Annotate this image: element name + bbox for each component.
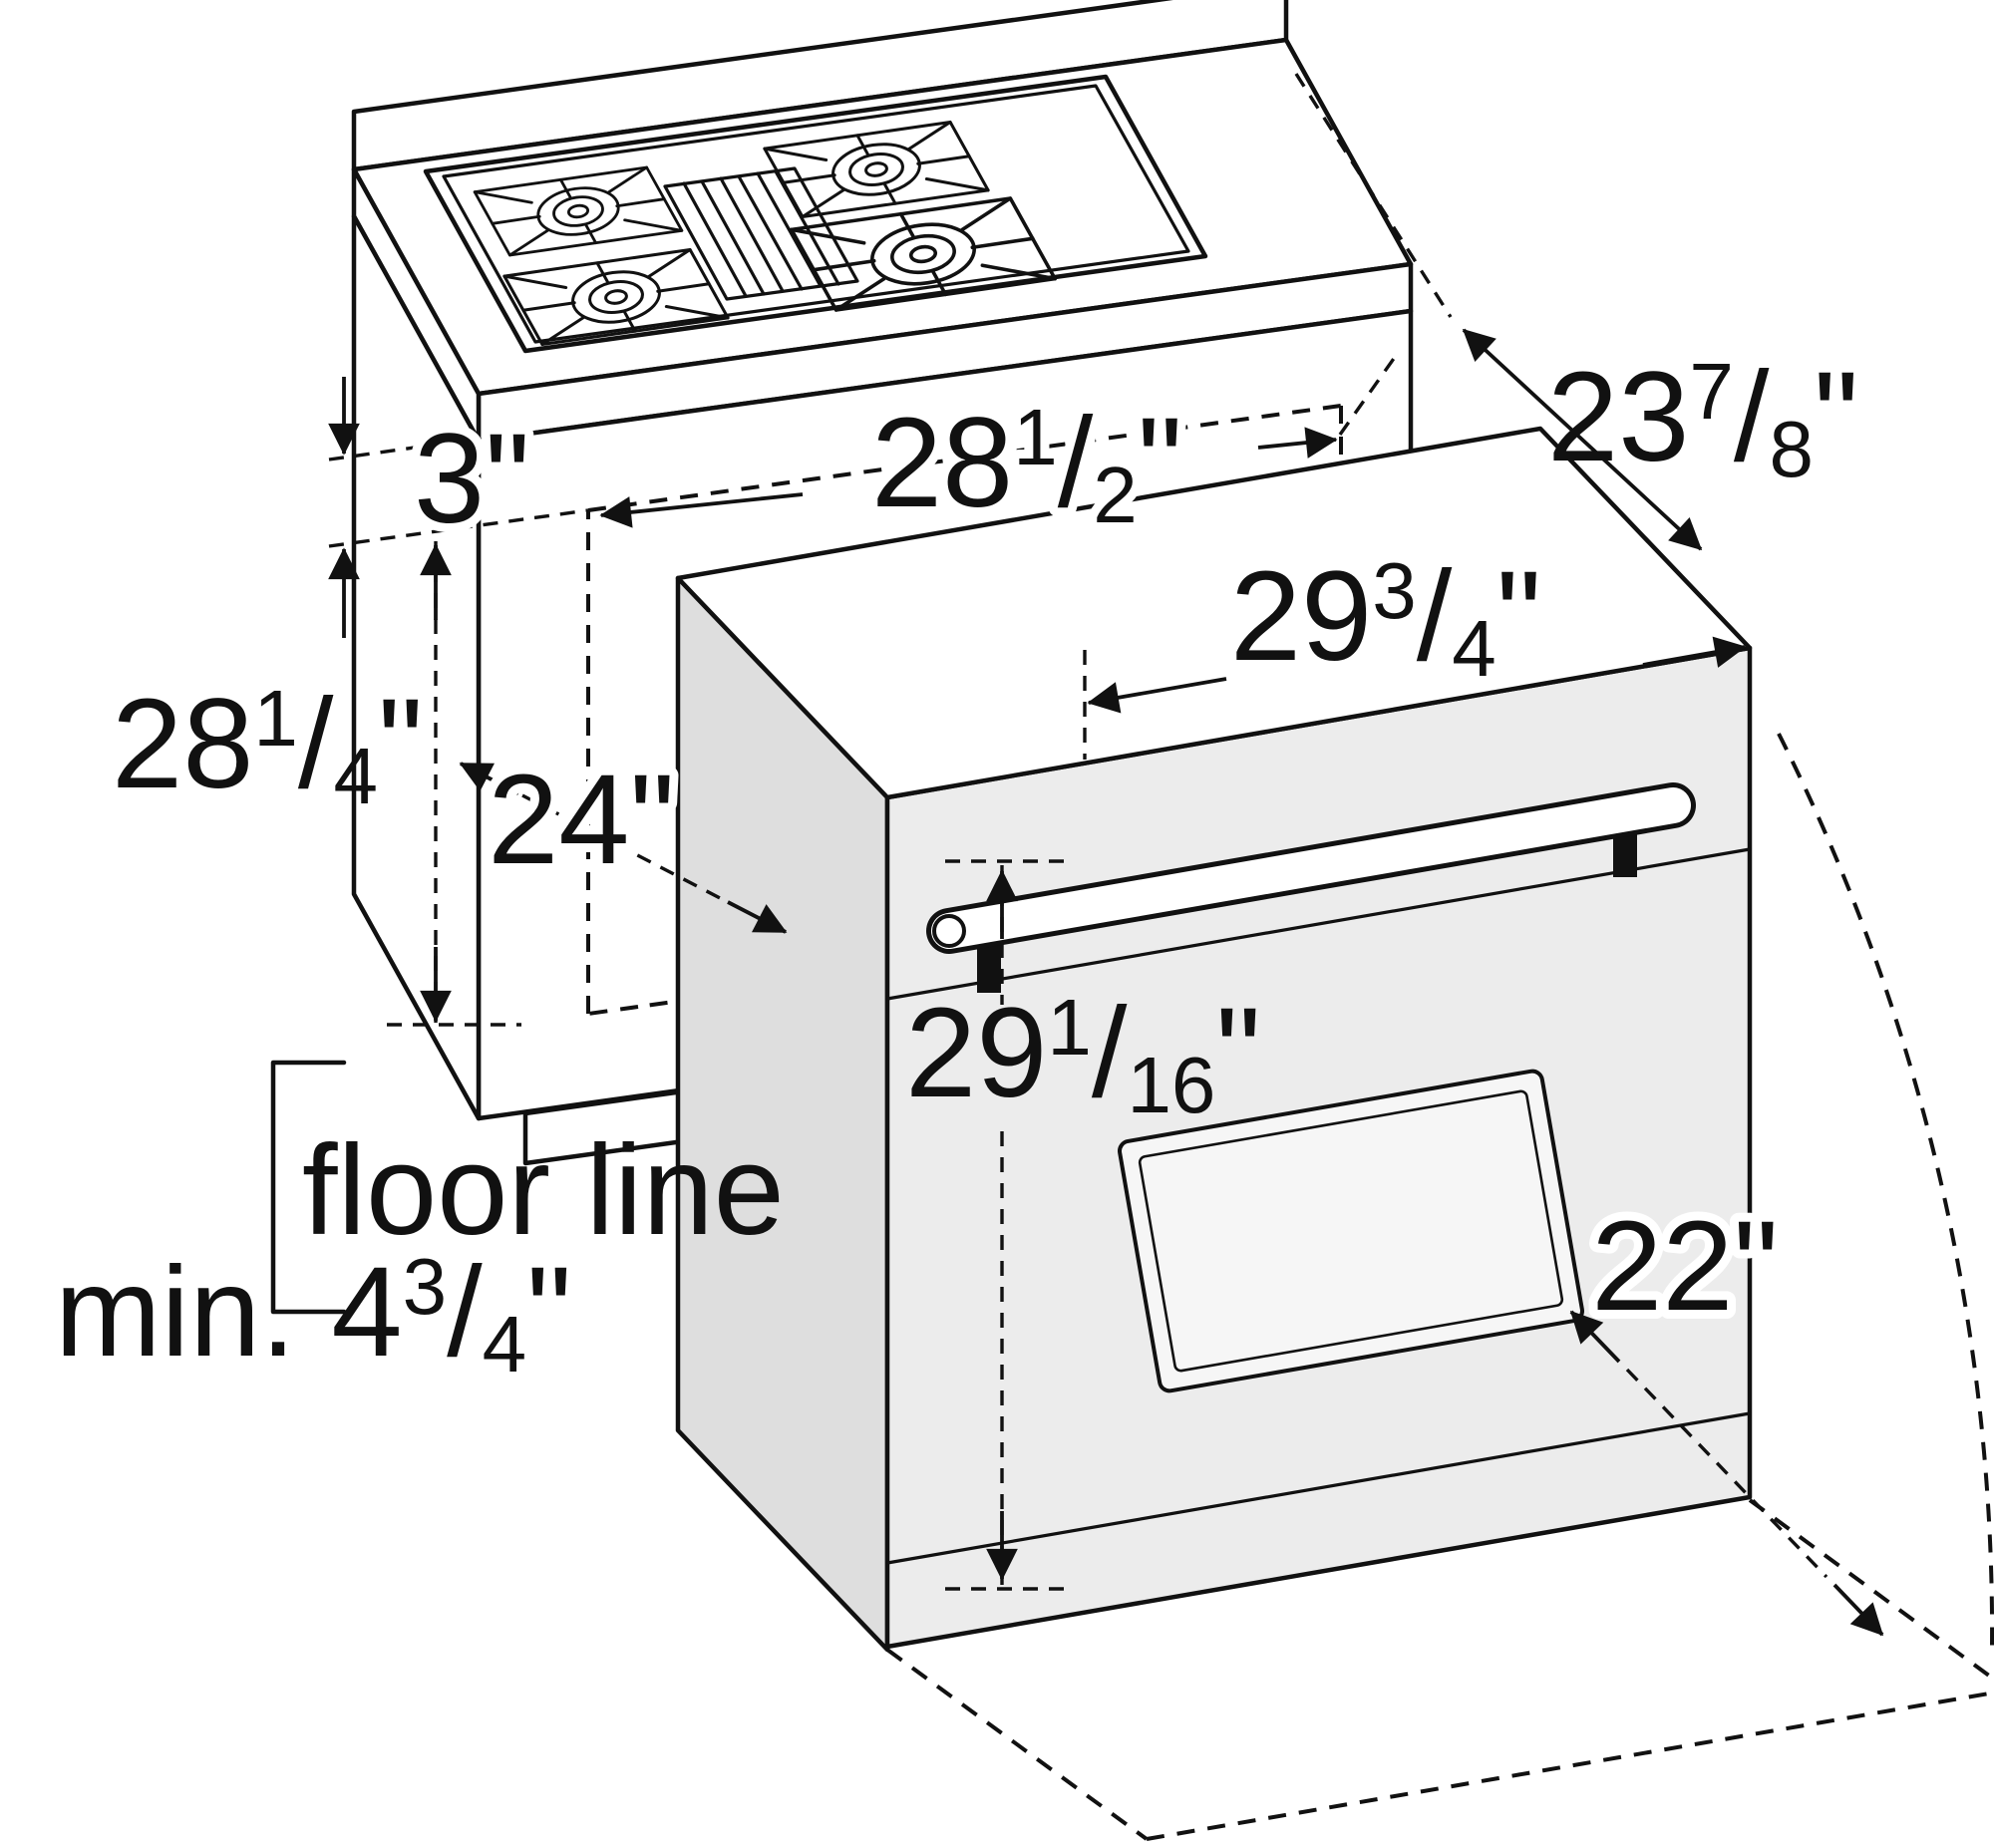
dim-cutout-top-height-label: 281/4" bbox=[112, 673, 423, 820]
floor-line-bracket bbox=[270, 1060, 347, 1315]
floor-line-group: floor line min. 43/4" bbox=[55, 1060, 785, 1388]
door-swing-arc bbox=[1777, 733, 1994, 1648]
dim-oven-width-label: 293/4" bbox=[1230, 545, 1541, 693]
dim-oven-width: 293/4" bbox=[1083, 545, 1747, 760]
control-panel-seam bbox=[885, 847, 1752, 1001]
oven-door-handle bbox=[926, 782, 1696, 993]
dim-counter-depth: 24" bbox=[459, 740, 788, 934]
center-grill bbox=[663, 166, 859, 301]
floor-line-label: floor line bbox=[302, 1119, 785, 1262]
dim-door-projection: 22" bbox=[1569, 1186, 1884, 1637]
dim-door-projection-label: 22" bbox=[1591, 1195, 1779, 1338]
dim-counter-gap: 3" bbox=[328, 377, 589, 638]
oven-door-window bbox=[1118, 1069, 1584, 1393]
door-swing-projection bbox=[885, 733, 1994, 1841]
dim-cabinet-depth: 237/8" bbox=[1294, 73, 1858, 551]
dim-cabinet-depth-label: 237/8" bbox=[1547, 346, 1858, 493]
cooktop-rim-inner bbox=[442, 84, 1190, 344]
dim-cutout-top-height: 281/4" bbox=[112, 541, 521, 1027]
wall-oven bbox=[675, 426, 1753, 1653]
dim-counter-gap-label: 3" bbox=[414, 408, 530, 550]
handle-end-cap bbox=[932, 914, 966, 948]
dim-counter-depth-label: 24" bbox=[488, 749, 675, 891]
gas-cooktop bbox=[423, 74, 1208, 354]
dim-oven-height: 291/16" bbox=[905, 859, 1261, 1591]
min-floor-clearance-label: min. 43/4" bbox=[55, 1241, 572, 1388]
dim-oven-height-label: 291/16" bbox=[905, 982, 1261, 1129]
cabinet-left-face bbox=[351, 213, 482, 1121]
door-bottom-seam bbox=[885, 1411, 1752, 1565]
